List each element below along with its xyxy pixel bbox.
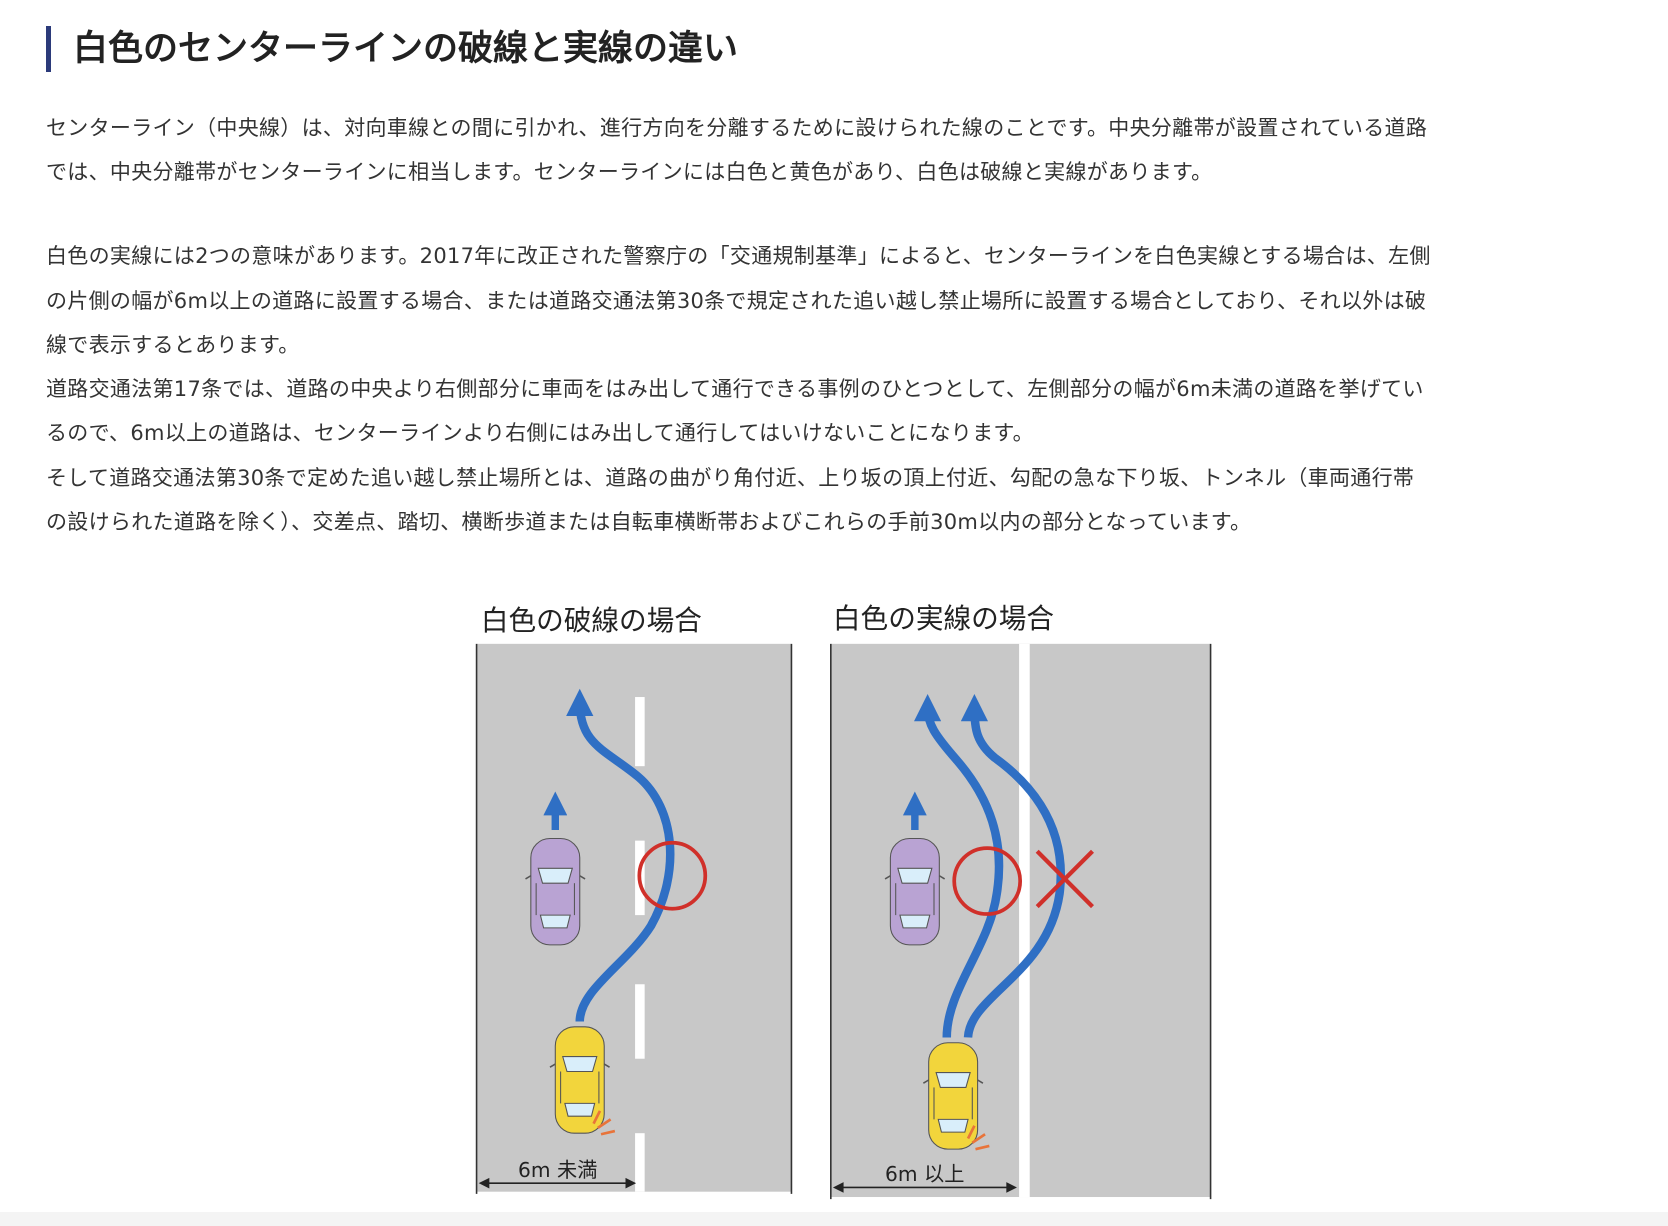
prohibited-x-icon (1035, 849, 1095, 909)
prohibited-path-arrow (960, 694, 1065, 1039)
dashed-line-panel: 白色の破線の場合 6m 未満 (475, 604, 793, 1194)
paragraph-line: そして道路交通法第30条で定めた追い越し禁止場所とは、道路の曲がり角付近、上り坂… (46, 466, 1415, 490)
overtaking-path-arrow (566, 688, 675, 1022)
article-title: 白色のセンターラインの破線と実線の違い (46, 26, 738, 72)
paragraph-line: の設けられた道路を除く）、交差点、踏切、横断歩道または自転車横断帯およびこれらの… (46, 510, 1252, 534)
width-measure-label: 6m 未満 (518, 1158, 597, 1182)
paragraph-line: では、中央分離帯がセンターラインに相当します。センターラインには白色と黄色があり… (46, 160, 1213, 184)
width-measure-label: 6m 以上 (885, 1162, 964, 1186)
blinker-icon (592, 1110, 616, 1136)
solid-line-panel: 白色の実線の場合 6m 以上 (830, 602, 1212, 1200)
blinker-icon (966, 1125, 990, 1151)
page-footer-band (0, 1212, 1668, 1226)
paragraph-line: るので、6m以上の道路は、センターラインより右側にはみ出して通行してはいけないこ… (46, 421, 1034, 445)
yellow-car-icon (549, 1026, 611, 1134)
allowed-circle-icon (952, 846, 1023, 916)
paragraph-line: センターライン（中央線）は、対向車線との間に引かれ、進行方向を分離するために設け… (46, 116, 1428, 140)
paragraph-line: 白色の実線には2つの意味があります。2017年に改正された警察庁の「交通規制基準… (46, 244, 1431, 268)
solid-centerline (1019, 643, 1030, 1198)
allowed-path-arrow (914, 694, 1004, 1038)
allowed-circle-icon (637, 840, 708, 911)
dashed-panel-title: 白色の破線の場合 (481, 604, 702, 637)
paragraph-line: 道路交通法第17条では、道路の中央より右側部分に車両をはみ出して通行できる事例の… (46, 377, 1424, 401)
paragraph-line: の片側の幅が6m以上の道路に設置する場合、または道路交通法第30条で規定された追… (46, 289, 1427, 313)
paragraph-line: 線で表示するとあります。 (46, 333, 300, 357)
purple-car-icon (524, 837, 586, 946)
purple-car-icon (884, 837, 946, 946)
solid-panel-title: 白色の実線の場合 (833, 602, 1054, 635)
road (476, 643, 792, 1192)
yellow-car-icon (922, 1041, 984, 1150)
